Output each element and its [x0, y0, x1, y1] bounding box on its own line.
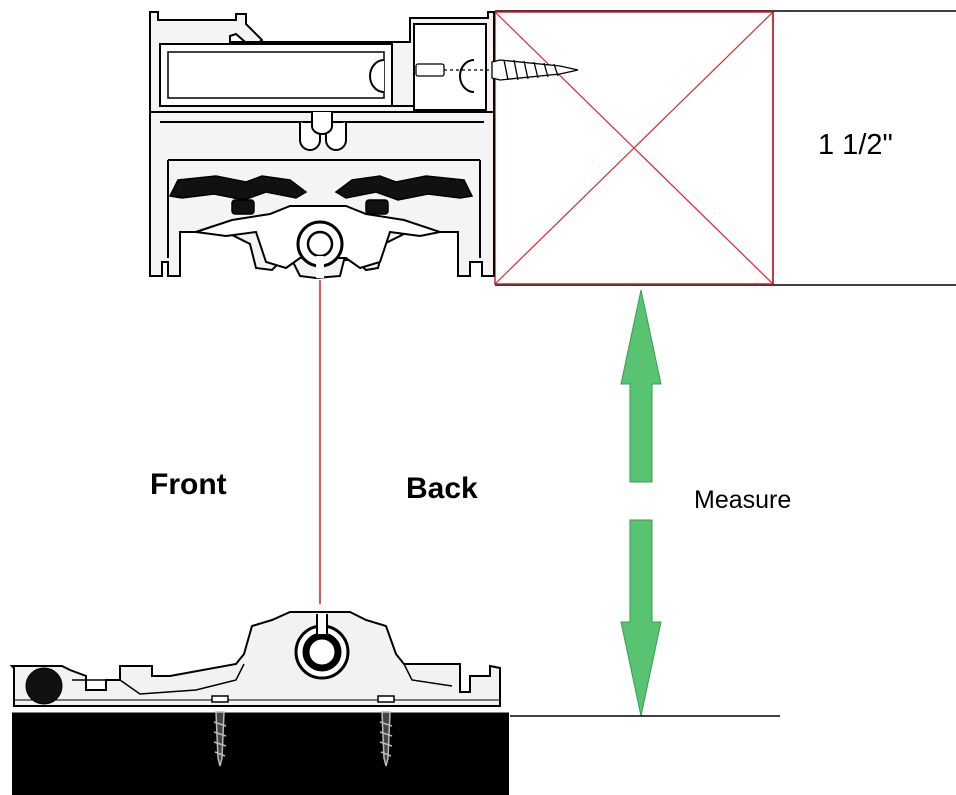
- bottom-screw-icon: [211, 695, 395, 767]
- measure-arrow-icon: [620, 289, 662, 717]
- mounting-block: [494, 11, 774, 285]
- head-screw-icon: [415, 59, 579, 81]
- measure-label: Measure: [694, 486, 792, 514]
- head-rail-gaskets: [168, 175, 474, 215]
- bottom-rail-profile: [9, 611, 509, 795]
- front-label: Front: [150, 468, 227, 501]
- board-thickness-label: 1 1/2": [818, 129, 893, 161]
- head-rail-carriage: [195, 205, 444, 278]
- back-label: Back: [406, 472, 478, 505]
- head-rail-profile: [149, 11, 495, 280]
